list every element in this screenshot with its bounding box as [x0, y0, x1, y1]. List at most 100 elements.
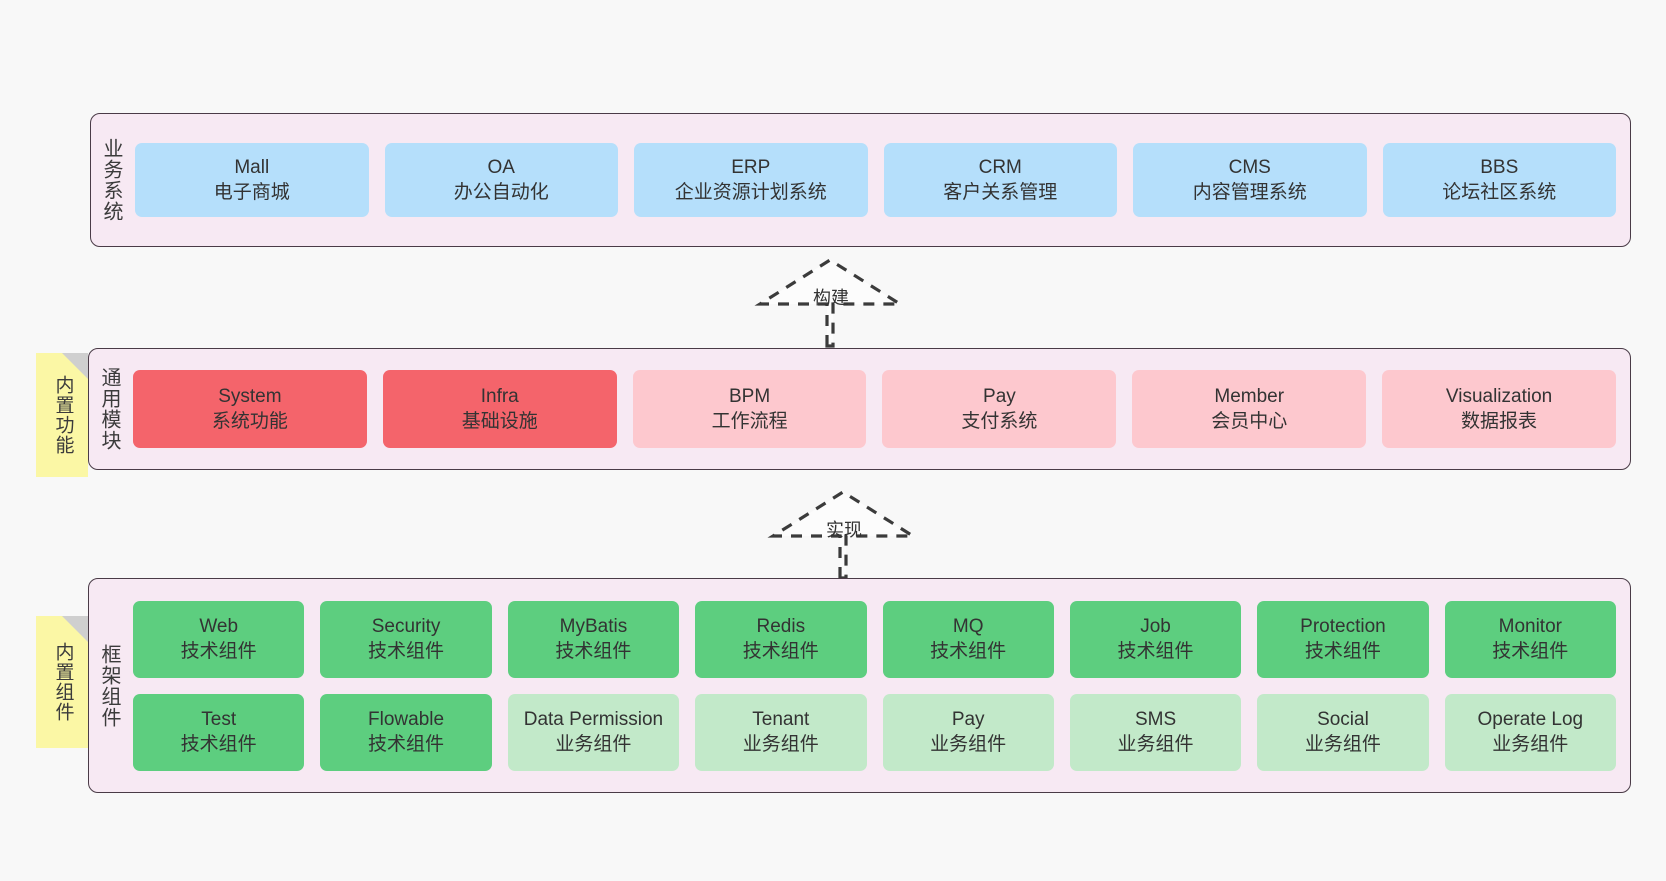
- node-title-en: Social: [1317, 708, 1369, 730]
- node-title-en: Pay: [951, 708, 985, 730]
- node-social[interactable]: Social 业务组件: [1257, 693, 1429, 771]
- node-title-cn: 业务组件: [1492, 734, 1569, 755]
- connector-implement: 实现: [767, 490, 919, 580]
- dashed-hollow-arrow-icon: [754, 258, 906, 348]
- node-title-cn: 业务组件: [555, 734, 632, 755]
- node-title-cn: 客户关系管理: [943, 182, 1058, 203]
- node-title-en: MQ: [952, 615, 984, 637]
- node-monitor[interactable]: Monitor 技术组件: [1444, 600, 1616, 678]
- node-operate-log[interactable]: Operate Log 业务组件: [1444, 693, 1616, 771]
- node-title-en: OA: [487, 156, 515, 178]
- node-system[interactable]: System 系统功能: [133, 370, 367, 448]
- connector-label-implement: 实现: [826, 520, 862, 540]
- node-title-en: Web: [199, 615, 239, 637]
- layer-business-system[interactable]: 业务系统 Mall 电子商城 OA 办公自动化 ERP 企业资源计划系统 CRM…: [90, 113, 1631, 247]
- node-security[interactable]: Security 技术组件: [320, 600, 492, 678]
- node-title-cn: 业务组件: [930, 734, 1007, 755]
- node-title-cn: 技术组件: [368, 641, 445, 662]
- layer-body-framework-component: Web 技术组件 Security 技术组件 MyBatis 技术组件 Redi…: [129, 579, 1630, 792]
- node-title-cn: 技术组件: [930, 641, 1007, 662]
- node-pay-module[interactable]: Pay 支付系统: [882, 370, 1117, 448]
- sticky-note-label: 内置功能: [52, 375, 74, 455]
- node-infra[interactable]: Infra 基础设施: [382, 370, 617, 448]
- node-title-en: Member: [1214, 385, 1285, 407]
- layer-common-module[interactable]: 通用模块 System 系统功能 Infra 基础设施 BPM 工作流程 Pay…: [88, 348, 1631, 470]
- node-title-cn: 技术组件: [1492, 641, 1569, 662]
- node-row: System 系统功能 Infra 基础设施 BPM 工作流程 Pay 支付系统…: [133, 370, 1616, 448]
- node-title-en: SMS: [1134, 708, 1177, 730]
- sticky-fold-corner-icon: [62, 353, 88, 379]
- node-pay-component[interactable]: Pay 业务组件: [882, 693, 1054, 771]
- sticky-note-label: 内置组件: [52, 642, 74, 722]
- node-title-en: Pay: [983, 385, 1016, 407]
- node-title-cn: 技术组件: [555, 641, 632, 662]
- layer-body-business-system: Mall 电子商城 OA 办公自动化 ERP 企业资源计划系统 CRM 客户关系…: [131, 114, 1630, 246]
- node-web[interactable]: Web 技术组件: [133, 600, 305, 678]
- node-row: Web 技术组件 Security 技术组件 MyBatis 技术组件 Redi…: [133, 600, 1616, 678]
- node-title-cn: 业务组件: [1117, 734, 1194, 755]
- layer-body-common-module: System 系统功能 Infra 基础设施 BPM 工作流程 Pay 支付系统…: [129, 349, 1630, 469]
- node-redis[interactable]: Redis 技术组件: [695, 600, 867, 678]
- node-title-cn: 技术组件: [180, 734, 257, 755]
- layer-title-framework-component: 框架组件: [98, 643, 120, 728]
- layer-title-common-module: 通用模块: [98, 367, 120, 451]
- node-title-cn: 内容管理系统: [1192, 182, 1307, 203]
- layer-framework-component[interactable]: 框架组件 Web 技术组件 Security 技术组件 MyBatis 技术组件…: [88, 578, 1631, 793]
- node-test[interactable]: Test 技术组件: [133, 693, 305, 771]
- node-title-cn: 技术组件: [742, 641, 819, 662]
- node-title-en: Data Permission: [523, 708, 664, 730]
- node-title-en: Operate Log: [1477, 708, 1584, 730]
- sticky-note-builtin-function[interactable]: 内置功能: [36, 353, 88, 477]
- node-title-en: Test: [201, 708, 237, 730]
- node-sms[interactable]: SMS 业务组件: [1069, 693, 1242, 771]
- node-title-en: Flowable: [368, 708, 445, 730]
- node-oa[interactable]: OA 办公自动化: [384, 143, 618, 217]
- node-mq[interactable]: MQ 技术组件: [882, 600, 1054, 678]
- node-bbs[interactable]: BBS 论坛社区系统: [1382, 143, 1616, 217]
- node-row: Mall 电子商城 OA 办公自动化 ERP 企业资源计划系统 CRM 客户关系…: [135, 143, 1616, 217]
- sticky-fold-corner-icon: [62, 616, 88, 642]
- node-flowable[interactable]: Flowable 技术组件: [320, 693, 492, 771]
- node-title-cn: 支付系统: [961, 411, 1038, 432]
- node-title-cn: 技术组件: [1117, 641, 1194, 662]
- node-title-en: Tenant: [752, 708, 810, 730]
- node-title-en: BPM: [728, 385, 771, 407]
- node-title-cn: 办公自动化: [453, 182, 549, 203]
- node-title-cn: 系统功能: [211, 411, 288, 432]
- sticky-note-builtin-component[interactable]: 内置组件: [36, 616, 88, 748]
- node-protection[interactable]: Protection 技术组件: [1257, 600, 1429, 678]
- node-title-cn: 论坛社区系统: [1442, 182, 1557, 203]
- node-cms[interactable]: CMS 内容管理系统: [1133, 143, 1367, 217]
- connector-build: 构建: [754, 258, 906, 348]
- node-tenant[interactable]: Tenant 业务组件: [695, 693, 867, 771]
- node-title-cn: 业务组件: [1304, 734, 1381, 755]
- dashed-hollow-arrow-icon: [767, 490, 919, 580]
- node-erp[interactable]: ERP 企业资源计划系统: [634, 143, 868, 217]
- node-member[interactable]: Member 会员中心: [1132, 370, 1367, 448]
- node-title-en: Visualization: [1445, 385, 1553, 407]
- connector-label-build: 构建: [813, 288, 849, 308]
- node-title-en: System: [218, 385, 282, 407]
- node-title-cn: 技术组件: [180, 641, 257, 662]
- node-title-en: ERP: [731, 156, 771, 178]
- node-title-en: Infra: [480, 385, 519, 407]
- node-title-cn: 业务组件: [742, 734, 819, 755]
- node-visualization[interactable]: Visualization 数据报表: [1382, 370, 1616, 448]
- node-title-en: Protection: [1300, 615, 1386, 637]
- node-job[interactable]: Job 技术组件: [1069, 600, 1242, 678]
- node-title-cn: 工作流程: [711, 411, 788, 432]
- node-mybatis[interactable]: MyBatis 技术组件: [507, 600, 680, 678]
- node-data-permission[interactable]: Data Permission 业务组件: [507, 693, 680, 771]
- node-bpm[interactable]: BPM 工作流程: [632, 370, 867, 448]
- node-title-en: Mall: [234, 156, 270, 178]
- node-title-en: MyBatis: [559, 615, 628, 637]
- node-title-en: Job: [1140, 615, 1171, 637]
- node-title-cn: 技术组件: [368, 734, 445, 755]
- layer-title-business-system: 业务系统: [100, 138, 122, 222]
- node-crm[interactable]: CRM 客户关系管理: [883, 143, 1117, 217]
- node-title-cn: 会员中心: [1211, 411, 1288, 432]
- node-title-cn: 电子商城: [213, 182, 290, 203]
- node-mall[interactable]: Mall 电子商城: [135, 143, 369, 217]
- node-title-en: Redis: [756, 615, 806, 637]
